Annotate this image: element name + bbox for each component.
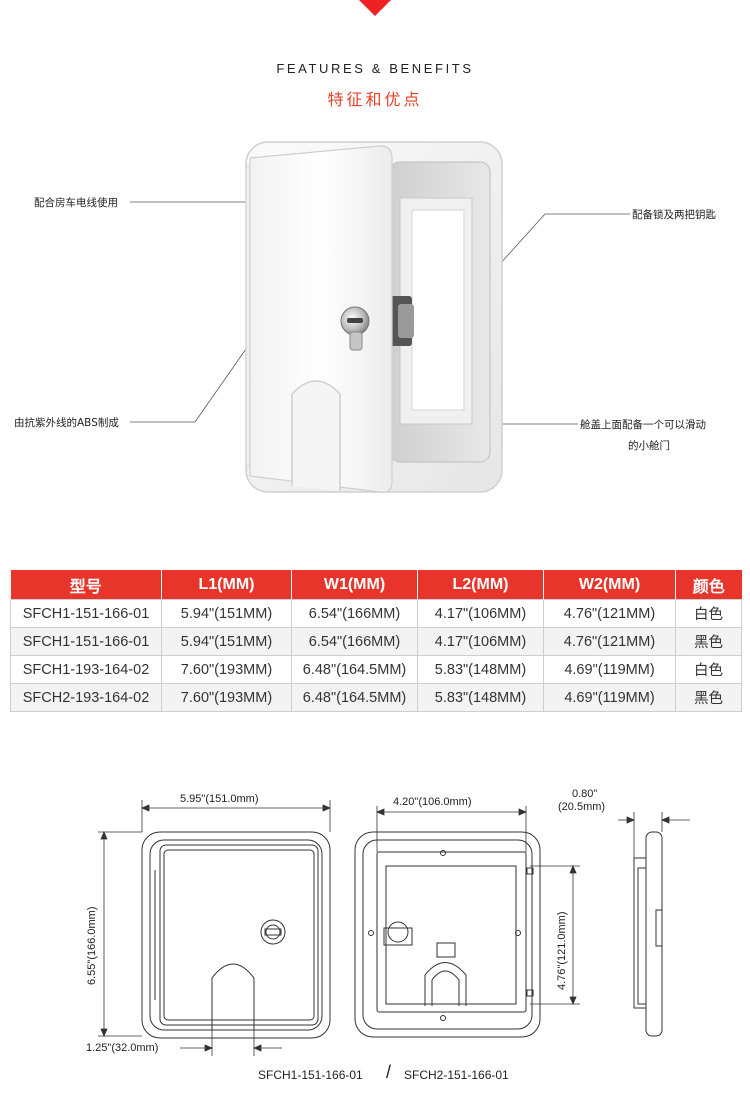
header-w2: W2(MM) xyxy=(543,570,676,600)
callout-wiring: 配合房车电线使用 xyxy=(34,197,118,209)
table-row: SFCH1-151-166-01 5.94"(151MM) 6.54"(166M… xyxy=(10,627,742,656)
cell-l1: 5.94"(151MM) xyxy=(161,627,292,656)
cell-model: SFCH1-193-164-02 xyxy=(10,655,162,684)
features-title-en: FEATURES & BENEFITS xyxy=(276,61,474,76)
cell-w1: 6.54"(166MM) xyxy=(291,627,418,656)
footer-model-a: SFCH1-151-166-01 xyxy=(258,1068,363,1082)
cell-color: 白色 xyxy=(675,599,742,628)
cell-l2: 5.83"(148MM) xyxy=(417,655,544,684)
header-l2: L2(MM) xyxy=(417,570,544,600)
header-model: 型号 xyxy=(10,570,162,600)
dim-front-height: 6.55"(166.0mm) xyxy=(86,906,98,986)
spec-table: 型号 L1(MM) W1(MM) L2(MM) W2(MM) 颜色 SFCH1-… xyxy=(10,570,742,712)
dim-depth-mm: (20.5mm) xyxy=(558,801,606,813)
dim-front-width: 5.95"(151.0mm) xyxy=(180,793,259,805)
hatch-product-photo xyxy=(245,141,503,493)
dim-back-width: 4.20"(106.0mm) xyxy=(393,796,472,808)
cell-w2: 4.76"(121MM) xyxy=(543,599,676,628)
dim-slot-width: 1.25"(32.0mm) xyxy=(86,1042,159,1054)
cell-w2: 4.69"(119MM) xyxy=(543,683,676,712)
header-l1: L1(MM) xyxy=(161,570,292,600)
cell-w1: 6.48"(164.5MM) xyxy=(291,683,418,712)
table-row: SFCH2-193-164-02 7.60"(193MM) 6.48"(164.… xyxy=(10,683,742,712)
dim-depth-inch: 0.80" xyxy=(572,788,598,800)
cell-model: SFCH2-193-164-02 xyxy=(10,683,162,712)
spec-table-header: 型号 L1(MM) W1(MM) L2(MM) W2(MM) 颜色 xyxy=(10,570,742,600)
cell-l2: 5.83"(148MM) xyxy=(417,683,544,712)
features-title-cn: 特征和优点 xyxy=(327,90,423,109)
footer-model-b: SFCH2-151-166-01 xyxy=(404,1068,509,1082)
cell-w1: 6.54"(166MM) xyxy=(291,599,418,628)
cell-w2: 4.76"(121MM) xyxy=(543,627,676,656)
header-color: 颜色 xyxy=(675,570,742,600)
footer-separator: / xyxy=(386,1062,392,1082)
table-row: SFCH1-193-164-02 7.60"(193MM) 6.48"(164.… xyxy=(10,655,742,684)
cell-l2: 4.17"(106MM) xyxy=(417,599,544,628)
top-arrow-marker xyxy=(359,0,391,16)
header-w1: W1(MM) xyxy=(291,570,418,600)
table-row: SFCH1-151-166-01 5.94"(151MM) 6.54"(166M… xyxy=(10,599,742,628)
dim-back-height: 4.76"(121.0mm) xyxy=(556,911,568,991)
callout-sliding-door-line2: 的小舱门 xyxy=(628,440,670,452)
callout-abs-material: 由抗紫外线的ABS制成 xyxy=(14,417,119,429)
callout-sliding-door-line1: 舱盖上面配备一个可以滑动 xyxy=(580,419,706,431)
cell-w2: 4.69"(119MM) xyxy=(543,655,676,684)
cell-l2: 4.17"(106MM) xyxy=(417,627,544,656)
cell-l1: 7.60"(193MM) xyxy=(161,683,292,712)
cell-color: 黑色 xyxy=(675,683,742,712)
callout-lock-keys: 配备锁及两把钥匙 xyxy=(632,209,716,221)
